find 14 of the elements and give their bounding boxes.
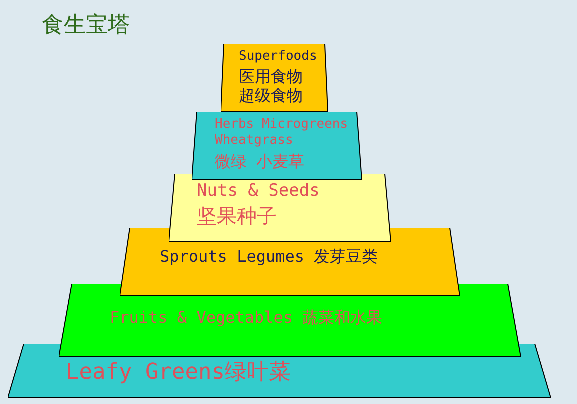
pyramid-tier bbox=[192, 112, 362, 180]
tier-label: 医用食物 bbox=[239, 67, 304, 86]
tier-label: Nuts & Seeds bbox=[197, 181, 321, 202]
tier-label: 微绿 小麦草 bbox=[215, 152, 306, 172]
title: 食生宝塔 bbox=[42, 12, 130, 40]
tier-label: 超级食物 bbox=[239, 86, 304, 106]
tier-label: Sprouts Legumes 发芽豆类 bbox=[160, 247, 380, 266]
tier-label: Fruits & Vegetables 蔬菜和水果 bbox=[110, 308, 384, 328]
tier-label: Superfoods bbox=[239, 49, 318, 65]
tier-label: Herbs Microgreens Wheatgrass bbox=[215, 117, 350, 148]
pyramid-tier bbox=[169, 174, 391, 242]
pyramid-tier bbox=[221, 44, 328, 112]
tier-label: Leafy Greens绿叶菜 bbox=[66, 360, 292, 386]
tier-label: 坚果种子 bbox=[197, 204, 278, 228]
